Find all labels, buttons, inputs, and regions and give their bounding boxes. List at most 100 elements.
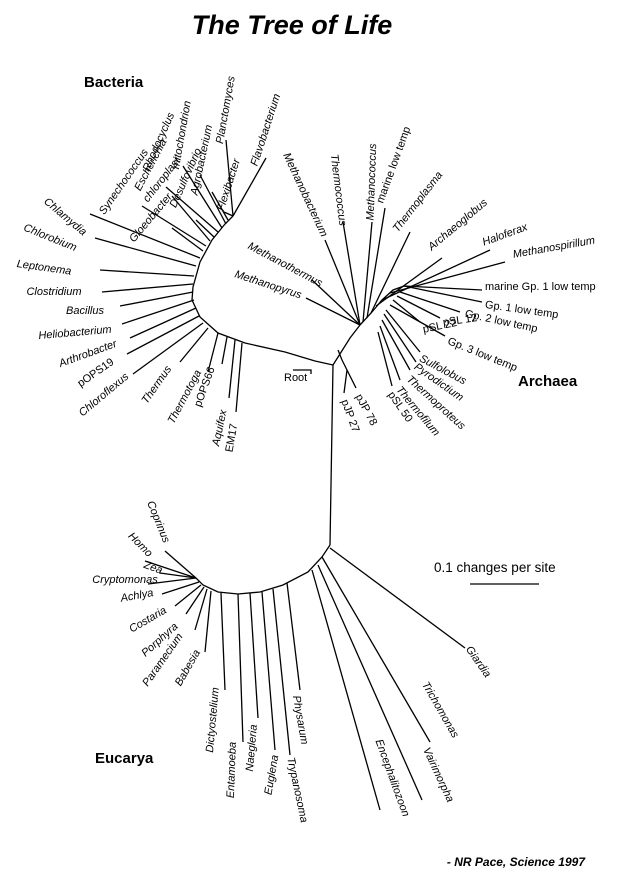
leaf-branch-thermotoga [207,332,219,373]
leaf-branch-mitochondrion [199,174,227,225]
leaf-branch-entamoeba [237,593,244,743]
leaf-branch-pops66 [221,336,228,365]
leaf-branch-porphyra [185,586,205,615]
leaf-branch-flexibacter [223,211,234,217]
leaf-label-clostridium: Clostridium [26,286,81,298]
leaf-branch-gp3 [389,304,446,337]
leaf-branch-achlya [161,581,200,595]
citation: - NR Pace, Science 1997 [447,855,586,869]
leaf-label-euglena: Euglena [262,754,281,796]
leaf-branch-cryptomonas [147,577,197,585]
leaf-label-archaeoglobus: Archaeoglobus [425,196,490,253]
leaf-branch-gloeobacter [171,227,204,252]
archaea-arc [359,285,405,326]
leaf-branch-naegleria [249,592,259,719]
leaf-branch-rhodocyclus [182,165,223,229]
leaf-branch-leptonema [99,269,195,277]
leaf-label-planctomyces: Planctomyces [214,75,238,145]
leaf-branch-planctomyces [225,139,234,217]
leaf-label-giardia: Giardia [463,644,493,680]
leaf-branch-thermococcus [342,221,361,326]
leaf-branch-thermus [179,327,209,363]
root-mark [293,369,312,374]
leaf-label-babesia: Babesia [173,648,203,688]
leaf-branch-synechococcus [141,205,207,247]
leaf-branch-thermoproteus [381,319,411,371]
bacteria-arc [191,215,246,344]
leaf-label-achlya: Achlya [119,587,155,605]
leaf-branch-pyrodictium [383,313,417,363]
leaf-branch-methanospirillum [389,261,506,294]
leaf-branch-zea [159,572,197,579]
leaf-branch-methanobacterium [324,239,361,326]
leaf-label-methanospirillum: Methanospirillum [512,235,596,261]
leaf-branch-homo [144,560,197,579]
leaf-branch-haloferax [381,249,491,301]
leaf-branch-trypanosoma [272,588,291,756]
leaf-branch-chloroflexus [132,322,204,375]
eucarya-arc [195,544,331,595]
root-label: Root [284,372,307,384]
leaf-label-thermococcus: Thermococcus [328,153,349,227]
leaf-label-methanobacterium: Methanobacterium [280,151,329,239]
scale-bar-label: 0.1 changes per site [434,560,556,575]
leaf-branch-babesia [204,590,212,653]
leaf-label-thermus: Thermus [140,363,175,406]
leaf-branch-aquifex [228,339,236,399]
leaf-branch-pjp27 [343,369,348,394]
leaf-label-methanococcus: Methanococcus [365,143,380,221]
leaf-label-haloferax: Haloferax [481,221,530,249]
leaf-label-trichomonas: Trichomonas [419,680,461,741]
leaf-branch-thermoplasma [370,231,411,314]
leaf-label-marinegp1: marine Gp. 1 low temp [485,281,596,293]
leaf-branch-dictyostelium [220,592,226,691]
leaf-branch-sulfolobus [385,309,421,353]
leaf-label-dictyostelium: Dictyostelium [204,687,222,753]
domain-label-bacteria: Bacteria [84,74,144,91]
leaf-branch-psl50 [377,331,393,387]
pjp-branch [337,349,348,371]
leaf-branch-costaria [174,584,202,607]
leaf-branch-chloroplast [171,195,211,242]
leaf-label-bacillus: Bacillus [66,305,104,317]
leaf-branch-flavobacterium [232,157,267,217]
leaf-label-trypanosoma: Trypanosoma [284,756,310,823]
leaf-branch-methanococcus [362,221,373,323]
leaf-label-naegleria: Naegleria [244,724,260,772]
leaf-branch-arthrobacter [129,307,197,339]
leaf-branch-psl12 [396,295,441,319]
leaf-label-homo: Homo [125,530,154,559]
domain-label-archaea: Archaea [518,373,578,390]
leaf-branch-methanothermus [311,279,361,326]
leaf-label-heliobacterium: Heliobacterium [38,324,112,342]
leaf-branch-marinelowtemp [366,207,386,319]
leaf-label-physarum: Physarum [290,695,310,746]
leaf-branch-encephalitozoon [311,569,381,811]
leaf-branch-thermofilum [379,325,401,381]
figure-title: The Tree of Life [192,10,393,40]
leaf-branch-giardia [329,547,466,649]
leaf-branch-physarum [286,582,301,691]
leaf-label-entamoeba: Entamoeba [225,742,239,799]
leaf-branch-agrobacterium [211,191,229,221]
leaf-label-thermoplasma: Thermoplasma [391,169,446,234]
leaf-label-vairimorpha: Vairimorpha [420,746,456,804]
leaf-branch-vairimorpha [317,564,423,801]
leaf-label-flexibacter: Flexibacter [215,156,243,212]
leaf-branch-em17 [235,342,243,413]
leaf-branch-psl22 [392,299,421,323]
leaf-label-flavobacterium: Flavobacterium [249,92,284,167]
branch-root-to-eucarya [329,364,334,546]
leaf-branch-pops19 [126,315,200,355]
leaf-branch-gp1 [403,285,483,303]
leaf-label-cryptomonas: Cryptomonas [92,574,158,586]
leaf-label-marinelowtemp: marine low temp [374,125,413,205]
leaf-branch-euglena [261,591,276,751]
leaf-branch-escherichia [165,186,219,233]
leaf-label-gp3: Gp. 3 low temp [446,335,519,374]
leaf-branch-desulfovibrio [195,219,215,238]
leaf-branch-pjp78 [346,369,357,389]
